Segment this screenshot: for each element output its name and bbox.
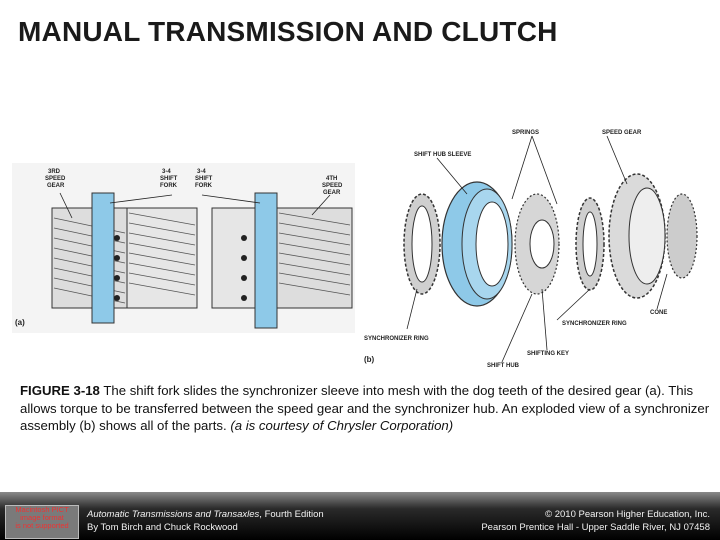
book-authors: By Tom Birch and Chuck Rockwood: [87, 522, 238, 533]
footer-book-info: Automatic Transmissions and Transaxles, …: [87, 508, 324, 534]
label-speed-gear: SPEED GEAR: [602, 130, 642, 136]
logo-line-3: is not supported: [15, 521, 69, 530]
left-gear-assembly: [51, 192, 198, 324]
label-gear3-line1: 3RD: [48, 169, 61, 175]
copyright-line: © 2010 Pearson Higher Education, Inc.: [545, 509, 710, 520]
panel-label-a: (a): [15, 318, 25, 327]
label-fork-right-line3: FORK: [195, 183, 213, 189]
figure-caption: FIGURE 3-18 The shift fork slides the sy…: [20, 382, 710, 435]
label-shift-fork-right: 3-4 SHIFT FORK: [195, 169, 214, 189]
label-springs: SPRINGS: [512, 130, 539, 136]
logo-line-2: image format: [20, 513, 64, 522]
figure-b-exploded-view: SPRINGS SPEED GEAR SHIFT HUB SLEEVE SYNC…: [362, 124, 712, 370]
label-shift-hub: SHIFT HUB: [487, 363, 520, 369]
logo-line-1: Macintosh PICT: [15, 505, 69, 514]
label-fork-right-line1: 3-4: [197, 169, 206, 175]
label-shift-hub-sleeve: SHIFT HUB SLEEVE: [414, 152, 471, 158]
book-edition: , Fourth Edition: [259, 509, 324, 520]
label-fork-left-line3: FORK: [160, 183, 178, 189]
book-title: Automatic Transmissions and Transaxles: [87, 509, 260, 520]
caption-text: The shift fork slides the synchronizer s…: [20, 383, 710, 433]
label-3rd-speed-gear: 3RD SPEED GEAR: [45, 169, 67, 189]
footer-bar: Macintosh PICT image format is not suppo…: [0, 492, 720, 540]
label-fork-left-line1: 3-4: [162, 169, 171, 175]
caption-credit: (a is courtesy of Chrysler Corporation): [230, 418, 454, 433]
figure-a-cross-section: 3RD SPEED GEAR 3-4 SHIFT FORK 3-4 SHIFT …: [12, 163, 355, 333]
label-gear4-line1: 4TH: [326, 176, 337, 182]
label-cone: CONE: [650, 310, 667, 316]
label-gear4-line2: SPEED: [322, 183, 343, 189]
slide-title: MANUAL TRANSMISSION AND CLUTCH: [18, 16, 558, 47]
figure-number: FIGURE 3-18: [20, 383, 100, 398]
label-4th-speed-gear: 4TH SPEED GEAR: [322, 176, 344, 196]
label-fork-right-line2: SHIFT: [195, 176, 213, 182]
right-gear-assembly: [211, 192, 353, 329]
label-gear3-line3: GEAR: [47, 183, 65, 189]
label-synchronizer-ring-right: SYNCHRONIZER RING: [562, 321, 627, 327]
label-synchronizer-ring-left: SYNCHRONIZER RING: [364, 336, 429, 342]
panel-label-b: (b): [364, 355, 375, 364]
label-shift-fork-left: 3-4 SHIFT FORK: [160, 169, 179, 189]
publisher-line: Pearson Prentice Hall - Upper Saddle Riv…: [481, 522, 710, 533]
footer-copyright: © 2010 Pearson Higher Education, Inc. Pe…: [481, 508, 710, 534]
unsupported-image-placeholder: Macintosh PICT image format is not suppo…: [5, 505, 79, 539]
label-shifting-key: SHIFTING KEY: [527, 351, 569, 357]
label-gear3-line2: SPEED: [45, 176, 66, 182]
label-fork-left-line2: SHIFT: [160, 176, 178, 182]
label-gear4-line3: GEAR: [323, 190, 341, 196]
